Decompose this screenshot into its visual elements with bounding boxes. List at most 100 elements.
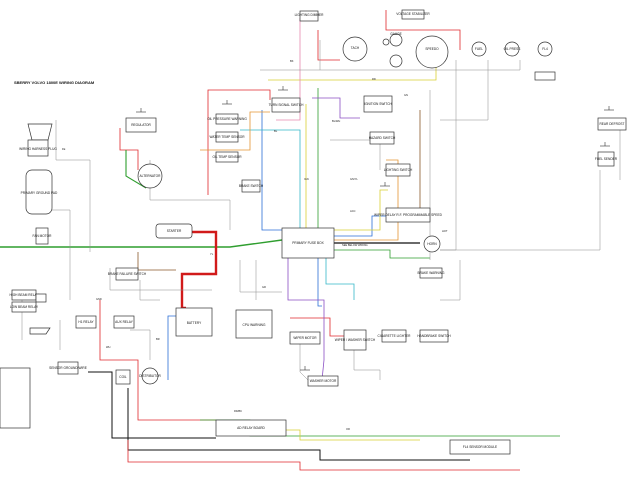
wire-tag: SEE BELOW WIRING: [342, 243, 368, 247]
oil-temp-sensor-label: OIL TEMP SENSOR: [213, 155, 243, 159]
wire-tag: GN/YL: [350, 177, 358, 181]
lighting-switch: LIGHTING SWITCH: [384, 163, 413, 177]
relay-small-block: [35, 293, 47, 303]
wire-tag: GN: [404, 93, 408, 97]
wire-blue-1: [261, 110, 282, 231]
handbrake-switch: HANDBRAKE SWITCH: [417, 329, 451, 343]
primary-fuse-box: PRIMARY FUSE BOX: [281, 227, 335, 259]
wire-red-6: [385, 10, 461, 50]
fl4-sensor-module-label: FL4 SENSOR MODULE: [463, 445, 497, 449]
wire-red-7: [317, 30, 340, 61]
ad-relay-board: AD RELAY BOARD: [215, 419, 287, 437]
ground-icon: [222, 100, 232, 105]
fl4-label: FL4: [542, 47, 548, 51]
lighting-switch-label: LIGHTING SWITCH: [384, 168, 413, 172]
wire-purple-1: [312, 97, 360, 119]
wire-tag: BK: [290, 59, 294, 63]
wire-red-1: [119, 128, 139, 170]
wire-red-4: [127, 440, 520, 471]
wiring-harness-plug-label: WIRING HARNESS PLUG: [19, 147, 57, 151]
fuel-sender: FUEL SENDER: [595, 151, 618, 167]
wiper-motor-label: WIPER MOTOR: [293, 336, 317, 340]
brake-failure-switch-label: BRAKE FAILURE SWITCH: [108, 272, 147, 276]
wire-tag: RD: [372, 77, 376, 81]
ignition-switch: IGNITION SWITCH: [363, 95, 393, 113]
regulator-label: REGULATOR: [131, 123, 151, 127]
aux-relay-label: AUX RELAY: [115, 320, 134, 324]
wire-ground-black-1: [88, 371, 216, 439]
water-temp-sensor-label: WATER TEMP SENSOR: [209, 135, 245, 139]
washer-motor-label: WASHER MOTOR: [310, 379, 337, 383]
wire-tag: BR: [156, 337, 160, 341]
tach-label: TACH: [351, 46, 360, 50]
wire-blue-3: [317, 258, 322, 307]
gauge-small: GAUGE: [382, 32, 403, 68]
wires-grey: [21, 40, 621, 381]
oil-press-gauge: OIL PRESS: [504, 41, 520, 57]
wire-ground-black-2: [127, 388, 470, 461]
alternator: ALTERNATOR: [137, 163, 163, 189]
wire-tag: GND: [96, 297, 102, 301]
battery-label: BATTERY: [187, 321, 202, 325]
lamp-shape: [29, 327, 51, 335]
wiper-motor: WIPER MOTOR: [289, 331, 321, 345]
brake-switch-label: BRAKE SWITCH: [239, 184, 264, 188]
wire-tag: GR: [262, 285, 266, 289]
wire-brown-1: [137, 252, 176, 271]
lighting-dimmer: LIGHTING DIMMER: [295, 10, 325, 22]
brake-failure-switch: BRAKE FAILURE SWITCH: [108, 267, 147, 281]
fan-motor: FAN MOTOR: [33, 227, 53, 245]
fuel-gauge: FUEL: [471, 41, 487, 57]
oil-pressure-warning-label: OIL PRESSURE WARNING: [207, 117, 247, 121]
tach-gauge: TACH: [342, 36, 368, 62]
turn-signal-switch: TURN SIGNAL SWITCH: [269, 97, 304, 113]
brake-warning-label: BRAKE WARNING: [418, 271, 445, 275]
sensor-ground-wire: SENSOR GROUND WIRE: [49, 361, 87, 375]
sensor-ground-wire-label: SENSOR GROUND WIRE: [49, 366, 87, 370]
coil: COIL: [115, 369, 131, 385]
wire-heavy-battery: [180, 230, 218, 310]
wire-brown-2: [419, 110, 430, 211]
brake-switch: BRAKE SWITCH: [239, 179, 264, 193]
wiper-delay-label: WIPER DELAY R.F. PROGRAMMABLE SPEED: [374, 213, 443, 217]
wire-green-1: [125, 150, 147, 189]
wire-red-5: [290, 317, 352, 337]
h1-relay: H1 RELAY: [75, 315, 97, 329]
fl4-sensor-module: FL4 SENSOR MODULE: [449, 439, 511, 455]
washer-motor: WASHER MOTOR: [307, 375, 339, 387]
cpu-warning: CPU WARNING: [235, 309, 273, 339]
diagram-title: SBERRY VOLVO 1800E WIRING DIAGRAM: [14, 80, 95, 85]
fuel-sender-label: FUEL SENDER: [595, 157, 618, 161]
wiper-delay: WIPER DELAY R.F. PROGRAMMABLE SPEED: [374, 207, 443, 223]
high-beam-relay-label: HIGH BEAM RELAY: [10, 293, 40, 297]
wiper-washer-switch: WIPER / WASHER SWITCH: [335, 329, 376, 351]
gauge-label: GAUGE: [390, 32, 402, 36]
ground-icon: [380, 182, 390, 187]
ground-icon: [600, 142, 610, 147]
handbrake-switch-label: HANDBRAKE SWITCH: [417, 334, 451, 338]
water-temp-sensor: WATER TEMP SENSOR: [209, 131, 245, 143]
wiring-harness-plug: WIRING HARNESS PLUG: [19, 123, 57, 157]
wire-tag: OR: [346, 427, 350, 431]
voltage-stabilizer: VOLTAGE STABILIZER: [396, 9, 430, 20]
starter-label: STARTER: [167, 229, 182, 233]
ground-icon: [278, 86, 288, 91]
rear-defrost-label: REAR DEFROST: [600, 122, 625, 126]
wire-tag: ACC: [350, 209, 356, 213]
h1-relay-label: H1 RELAY: [78, 320, 94, 324]
low-beam-relay-label: LOW BEAM RELAY: [10, 305, 39, 309]
battery: BATTERY: [175, 307, 213, 337]
wire-red-2: [207, 89, 271, 195]
wire-purple-2: [287, 258, 325, 381]
fan-motor-label: FAN MOTOR: [33, 234, 53, 238]
lighting-dimmer-label: LIGHTING DIMMER: [295, 13, 325, 17]
coil-label: COIL: [119, 375, 127, 379]
fuel-label: FUEL: [475, 47, 483, 51]
wire-cyan-2: [325, 258, 355, 300]
wire-tag: FE: [62, 147, 66, 151]
fl4-gauge: FL4: [537, 41, 553, 57]
ground-icon: [604, 106, 614, 111]
primary-ground-pad: PRIMARY GROUND PAD: [21, 169, 58, 215]
ground-symbols: [136, 86, 614, 371]
